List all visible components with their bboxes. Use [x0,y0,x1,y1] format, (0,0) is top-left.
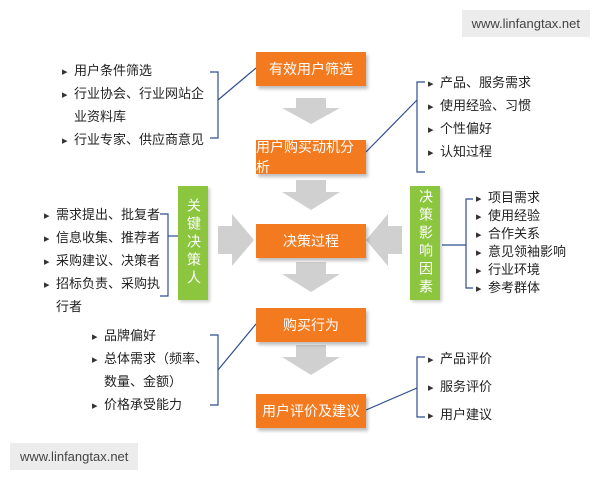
list-item: 参考群体 [476,280,594,298]
list-item: 行业协会、行业网站企业资料库 [62,83,212,129]
list-item: 服务评价 [428,374,558,402]
list-item: 个性偏好 [428,118,558,141]
list-item: 认知过程 [428,141,558,164]
watermark-bottom: www.linfangtax.net [10,443,139,470]
stage-purchase-behavior: 购买行为 [256,308,366,342]
list-decision-factors: 项目需求 使用经验 合作关系 意见领袖影响 行业环境 参考群体 [476,190,594,298]
stage-user-screening: 有效用户筛选 [256,52,366,86]
list-item: 使用经验、习惯 [428,95,558,118]
list-item: 总体需求（频率、数量、金额） [92,348,214,394]
list-item: 招标负责、采购执行者 [44,273,162,319]
list-item: 意见领袖影响 [476,244,594,262]
stage-motivation-analysis: 用户购买动机分析 [256,140,366,176]
list-item: 用户建议 [428,402,558,430]
list-screening: 用户条件筛选 行业协会、行业网站企业资料库 行业专家、供应商意见 [62,60,212,152]
list-item: 采购建议、决策者 [44,250,162,273]
list-item: 行业专家、供应商意见 [62,129,212,152]
down-arrow-2 [282,180,340,210]
stage-decision-process: 决策过程 [256,224,366,258]
list-motivation: 产品、服务需求 使用经验、习惯 个性偏好 认知过程 [428,72,558,164]
left-arrow-right [366,214,402,266]
list-feedback: 产品评价 服务评价 用户建议 [428,346,558,430]
watermark-top: www.linfangtax.net [461,10,590,37]
list-item: 用户条件筛选 [62,60,212,83]
down-arrow-1 [282,98,340,124]
list-item: 价格承受能力 [92,394,214,417]
list-item: 需求提出、批复者 [44,204,162,227]
list-item: 产品、服务需求 [428,72,558,95]
list-item: 项目需求 [476,190,594,208]
list-key-people: 需求提出、批复者 信息收集、推荐者 采购建议、决策者 招标负责、采购执行者 [44,204,162,319]
list-item: 品牌偏好 [92,325,214,348]
box-key-decision-makers: 关键决策人 [178,186,208,300]
list-item: 使用经验 [476,208,594,226]
stage-user-feedback: 用户评价及建议 [256,394,366,428]
list-item: 行业环境 [476,262,594,280]
list-item: 合作关系 [476,226,594,244]
box-decision-factors: 决策影响因素 [410,186,440,300]
down-arrow-4 [282,345,340,375]
list-item: 信息收集、推荐者 [44,227,162,250]
down-arrow-3 [282,262,340,292]
right-arrow-left [218,214,254,266]
list-purchase: 品牌偏好 总体需求（频率、数量、金额） 价格承受能力 [92,325,214,417]
list-item: 产品评价 [428,346,558,374]
